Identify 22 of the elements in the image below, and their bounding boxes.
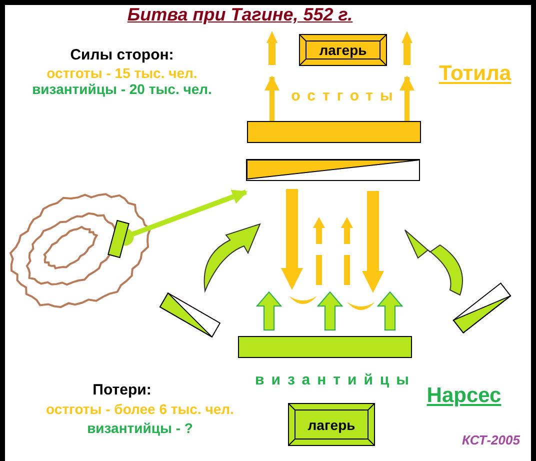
- camp-label: лагерь: [308, 416, 356, 432]
- camp-label: лагерь: [319, 42, 367, 58]
- unit-block: [247, 121, 421, 143]
- unit-block: [108, 220, 130, 258]
- army-label: византийцы: [254, 372, 416, 388]
- camp-box: [288, 403, 375, 446]
- maneuver-arrow: [264, 76, 280, 121]
- stat-text: византийцы - 20 тыс. чел.: [32, 81, 212, 97]
- author-signature: КСТ-2005: [462, 432, 520, 448]
- army-label: остготы: [290, 88, 400, 104]
- commander-name: Нарсес: [426, 384, 502, 408]
- unit-block: [238, 336, 412, 358]
- stat-text: Потери:: [92, 382, 152, 398]
- stat-text: Силы сторон:: [70, 46, 174, 64]
- stat-text: византийцы - ?: [87, 420, 193, 436]
- stat-text: остготы - 15 тыс. чел.: [46, 65, 198, 81]
- stat-text: остготы - более 6 тыс. чел.: [46, 401, 234, 417]
- maneuver-arrow: [400, 76, 414, 121]
- camp-box: [299, 34, 387, 66]
- unit-block: [246, 159, 420, 181]
- title: Битва при Тагине, 552 г.: [127, 5, 353, 26]
- commander-name: Тотила: [438, 62, 512, 86]
